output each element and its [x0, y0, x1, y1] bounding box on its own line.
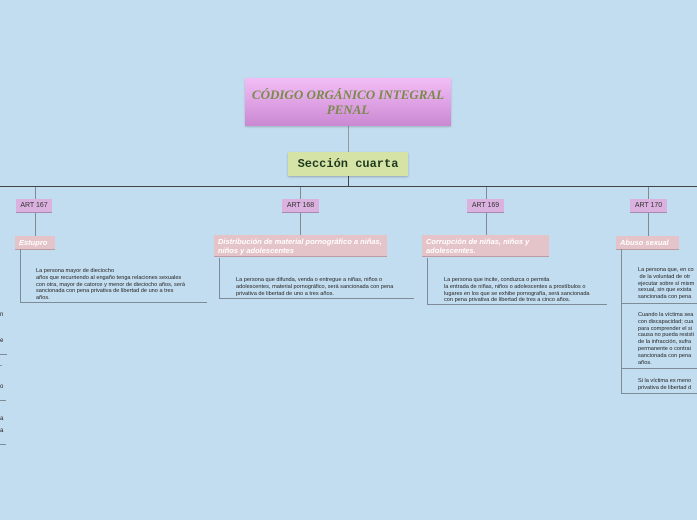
topic-abuso-sexual[interactable]: Abuso sexual	[616, 236, 679, 250]
root-title: CÓDIGO ORGÁNICO INTEGRAL PENAL	[251, 87, 445, 117]
root-node[interactable]: CÓDIGO ORGÁNICO INTEGRAL PENAL	[245, 78, 451, 126]
connector	[300, 213, 301, 235]
text-fragment: -	[0, 363, 2, 369]
connector	[20, 249, 21, 302]
connector	[348, 126, 349, 152]
text-fragment: n	[0, 312, 4, 318]
topic-estupro[interactable]: Estupro	[15, 236, 55, 250]
connector	[300, 187, 301, 199]
connector	[35, 187, 36, 199]
topic-corrupcion[interactable]: Corrupción de niñas, niños y adolescente…	[422, 235, 549, 257]
divider	[427, 304, 607, 305]
text-fragment: e	[0, 338, 4, 344]
article-text: La persona que incite, conduzca o permit…	[444, 277, 590, 304]
article-text: Cuando la víctima sea con discapacidad; …	[638, 312, 694, 366]
connector	[648, 187, 649, 199]
text-fragment: o	[0, 384, 4, 390]
art-170-node[interactable]: ART 170	[630, 199, 667, 213]
art-167-node[interactable]: ART 167	[16, 199, 52, 213]
connector	[621, 249, 622, 394]
divider	[621, 303, 697, 304]
article-text: La persona mayor de dieciocho años que r…	[36, 268, 185, 302]
topic-distribucion[interactable]: Distribución de material pornográfico a …	[214, 235, 387, 257]
divider	[0, 354, 7, 355]
connector	[219, 258, 220, 298]
article-text: La persona que, en co de la voluntad de …	[638, 267, 695, 301]
divider	[219, 298, 414, 299]
art-169-node[interactable]: ART 169	[467, 199, 504, 213]
connector	[648, 213, 649, 236]
connector	[35, 213, 36, 236]
section-node[interactable]: Sección cuarta	[288, 152, 408, 176]
text-fragment: a	[0, 416, 4, 422]
connector-bus	[0, 186, 697, 187]
connector	[486, 213, 487, 235]
article-text: La persona que difunda, venda o entregue…	[236, 277, 394, 297]
divider	[0, 444, 6, 445]
article-text: Si la víctima es meno privativa de liber…	[638, 378, 692, 391]
divider	[20, 302, 207, 303]
divider	[621, 368, 697, 369]
divider	[621, 393, 697, 394]
divider	[0, 400, 6, 401]
text-fragment: a	[0, 428, 4, 434]
connector	[348, 176, 349, 186]
connector	[486, 187, 487, 199]
connector	[427, 258, 428, 304]
art-168-node[interactable]: ART 168	[282, 199, 319, 213]
